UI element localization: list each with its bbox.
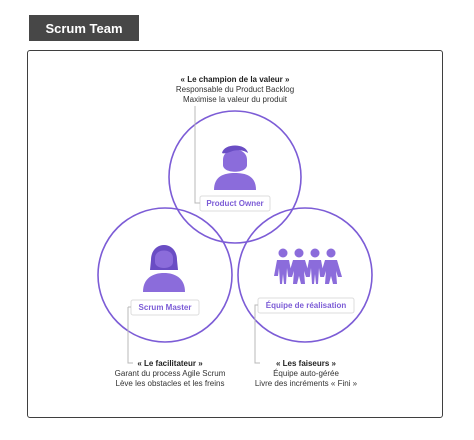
scrum-master-line-1: Garant du process Agile Scrum: [114, 369, 226, 378]
team-group-icon: [274, 248, 342, 284]
product-owner-description: « Le champion de la valeur » Responsable…: [140, 75, 330, 105]
scrum-master-circle: [97, 207, 233, 343]
product-owner-line-2: Maximise la valeur du produit: [182, 95, 288, 104]
person-male-icon: [214, 145, 256, 190]
scrum-master-description: « Le facilitateur » Garant du process Ag…: [90, 359, 250, 389]
dev-team-line-2: Livre des incréments « Fini »: [254, 379, 358, 388]
scrum-master-label: Scrum Master: [138, 303, 192, 312]
dev-team-connector: [254, 304, 260, 364]
product-owner-label: Product Owner: [206, 199, 264, 208]
scrum-master-quote: « Le facilitateur »: [137, 359, 203, 368]
dev-team-quote: « Les faiseurs »: [275, 359, 337, 368]
product-owner-connector: [194, 106, 200, 204]
person-female-icon: [143, 245, 185, 292]
product-owner-quote: « Le champion de la valeur »: [180, 75, 290, 84]
product-owner-circle: [168, 110, 302, 244]
scrum-master-connector: [127, 306, 133, 364]
scrum-master-line-2: Lève les obstacles et les freins: [115, 379, 225, 388]
dev-team-circle: [237, 207, 373, 343]
page-title: Scrum Team: [29, 15, 139, 41]
dev-team-label: Équipe de réalisation: [265, 301, 347, 310]
dev-team-description: « Les faiseurs » Équipe auto-gérée Livre…: [226, 359, 386, 389]
product-owner-line-1: Responsable du Product Backlog: [175, 85, 295, 94]
dev-team-line-1: Équipe auto-gérée: [273, 369, 339, 378]
